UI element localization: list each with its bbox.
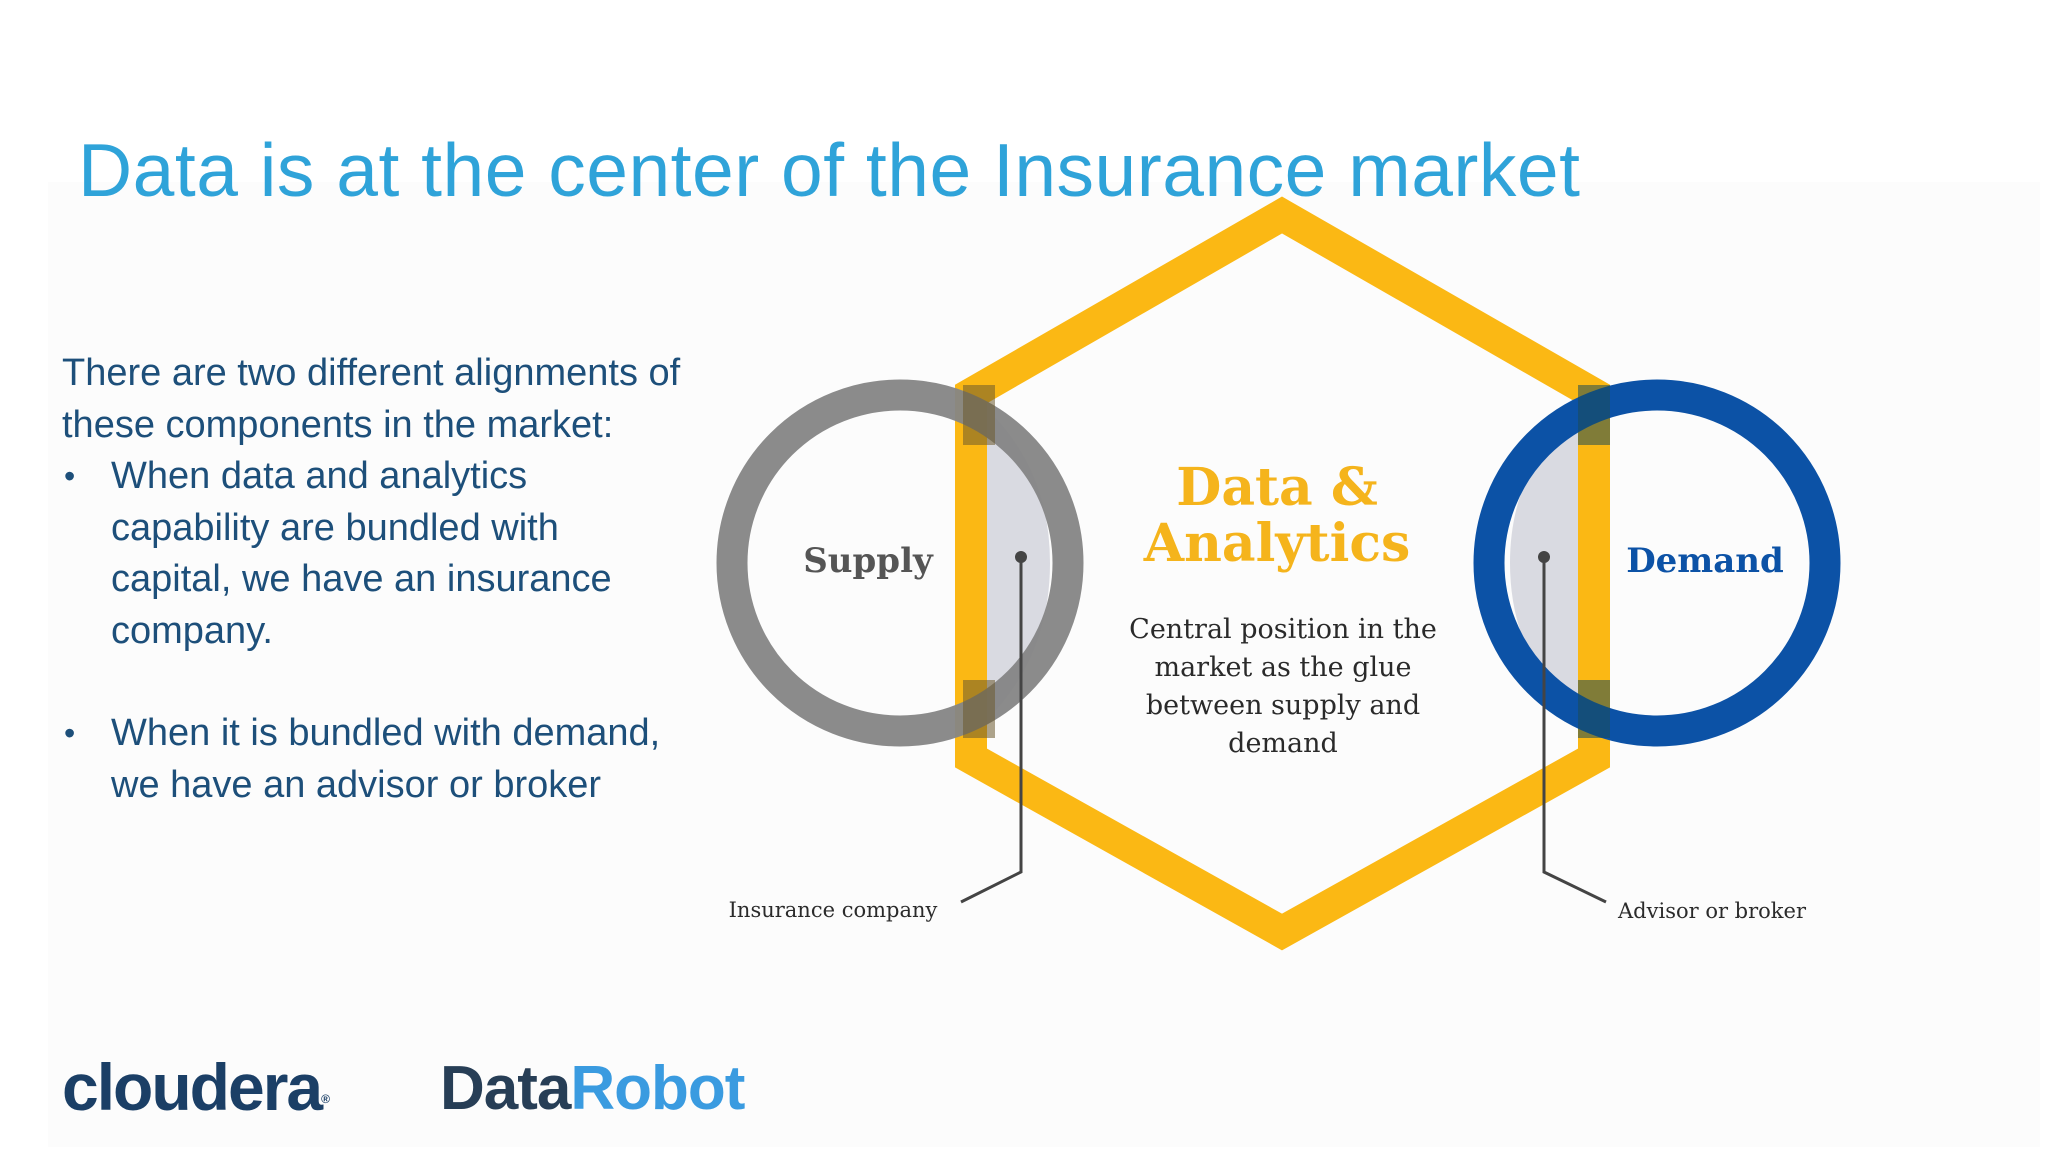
supply-ring (716, 379, 1084, 747)
center-title-line-2: Analytics (1143, 513, 1411, 574)
supply-ring-hexagon-overlap-top (963, 385, 995, 445)
demand-label: Demand (1626, 541, 1784, 581)
intro-text: There are two different alignments of th… (62, 352, 681, 446)
cloudera-logo-text: cloudera (62, 1050, 323, 1124)
demand-ring-hexagon-overlap-top (1578, 385, 1610, 445)
supply-leader-line (960, 557, 1023, 904)
cloudera-logo: cloudera® (62, 1052, 330, 1122)
center-desc-line-2: market as the glue (1154, 652, 1411, 683)
bullet-marker: • (64, 458, 76, 494)
bullet-list: • When data and analytics capability are… (62, 451, 682, 811)
supply-callout-label: Insurance company (729, 898, 938, 922)
center-desc-line-3: between supply and (1146, 690, 1420, 721)
datarobot-logo-robot: Robot (570, 1054, 745, 1123)
bullet-text: When data and analytics capability are b… (111, 455, 612, 652)
supply-label: Supply (803, 541, 934, 581)
slide-title: Data is at the center of the Insurance m… (78, 128, 1581, 213)
demand-leader-line (1542, 557, 1607, 904)
body-text: There are two different alignments of th… (62, 348, 682, 811)
center-desc-line-1: Central position in the (1129, 614, 1437, 645)
demand-leader-dot (1538, 551, 1550, 563)
bullet-marker: • (64, 715, 76, 751)
datarobot-logo-data: Data (440, 1054, 571, 1123)
demand-ring-hexagon-overlap-bottom (1578, 680, 1610, 738)
bullet-text: When it is bundled with demand, we have … (111, 712, 661, 806)
datarobot-logo: DataRobot (440, 1054, 745, 1124)
center-desc-line-4: demand (1228, 728, 1338, 759)
demand-ring (1473, 379, 1841, 747)
bullet-item-insurance-company: • When data and analytics capability are… (62, 451, 682, 657)
demand-callout-label: Advisor or broker (1617, 899, 1807, 923)
center-title-line-1: Data & (1176, 457, 1378, 518)
bullet-item-advisor-broker: • When it is bundled with demand, we hav… (62, 708, 682, 811)
registered-mark: ® (321, 1092, 330, 1106)
supply-ring-hexagon-overlap-bottom (963, 680, 995, 738)
supply-leader-dot (1015, 551, 1027, 563)
